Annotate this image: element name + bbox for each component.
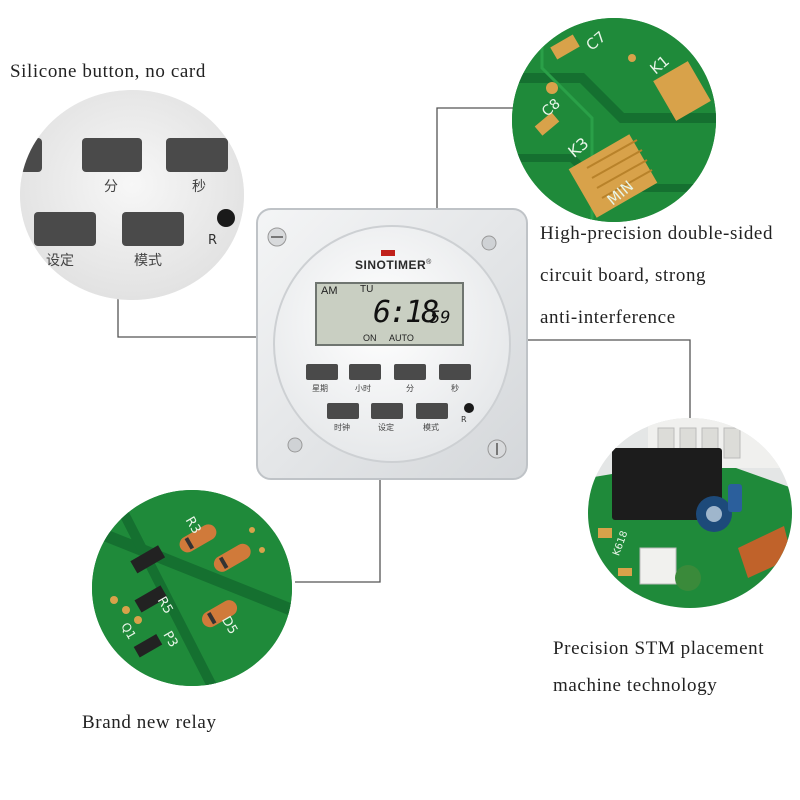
zoom-label-moshi: 模式 — [134, 253, 162, 269]
lcd-day: TU — [360, 284, 374, 295]
brand-label: SINOTIMER® — [355, 258, 432, 272]
minute-button-label[interactable]: 分 — [406, 384, 414, 393]
caption-smt-1: Precision STM placement — [553, 638, 765, 659]
mode-button-label[interactable]: 模式 — [423, 423, 439, 432]
zoom-smt-board: R3 R5 P3 D5 Q1 — [92, 490, 292, 686]
hour-button-label[interactable]: 小时 — [355, 384, 371, 393]
lcd-seconds: 59 — [430, 308, 451, 328]
zoom-label-fen: 分 — [104, 179, 118, 195]
zoom-circuit-board: C7 K1 C8 K3 MIN — [512, 18, 716, 222]
timer-device: SINOTIMER® AM TU 6:18 59 ON AUTO 星期 小时 分… — [255, 207, 529, 481]
zoom-label-reset: R — [208, 233, 218, 248]
caption-buttons: Silicone button, no card — [10, 61, 206, 82]
second-button-label[interactable]: 秒 — [451, 384, 459, 393]
zoom-label-miao: 秒 — [192, 179, 206, 195]
zoom-label-sheding: 设定 — [46, 253, 74, 269]
zoom-relay-board: K618 — [588, 418, 792, 608]
lcd-ampm: AM — [321, 285, 338, 297]
caption-board-2: circuit board, strong — [540, 265, 707, 286]
caption-board-1: High-precision double-sided — [540, 223, 774, 244]
caption-board-3: anti-interference — [540, 307, 676, 328]
lcd-on: ON — [363, 333, 377, 343]
week-button-label[interactable]: 星期 — [312, 384, 328, 393]
zoom-silicone-buttons: 分 秒 设定 模式 R — [20, 90, 244, 300]
lcd-time: 6:18 — [373, 295, 439, 330]
caption-smt-2: machine technology — [553, 675, 718, 696]
clock-button-label[interactable]: 时钟 — [334, 423, 350, 432]
reset-button-label[interactable]: R — [461, 415, 467, 424]
lcd-mode: AUTO — [389, 333, 414, 343]
caption-relay: Brand new relay — [82, 712, 217, 733]
set-button-label[interactable]: 设定 — [378, 423, 394, 432]
